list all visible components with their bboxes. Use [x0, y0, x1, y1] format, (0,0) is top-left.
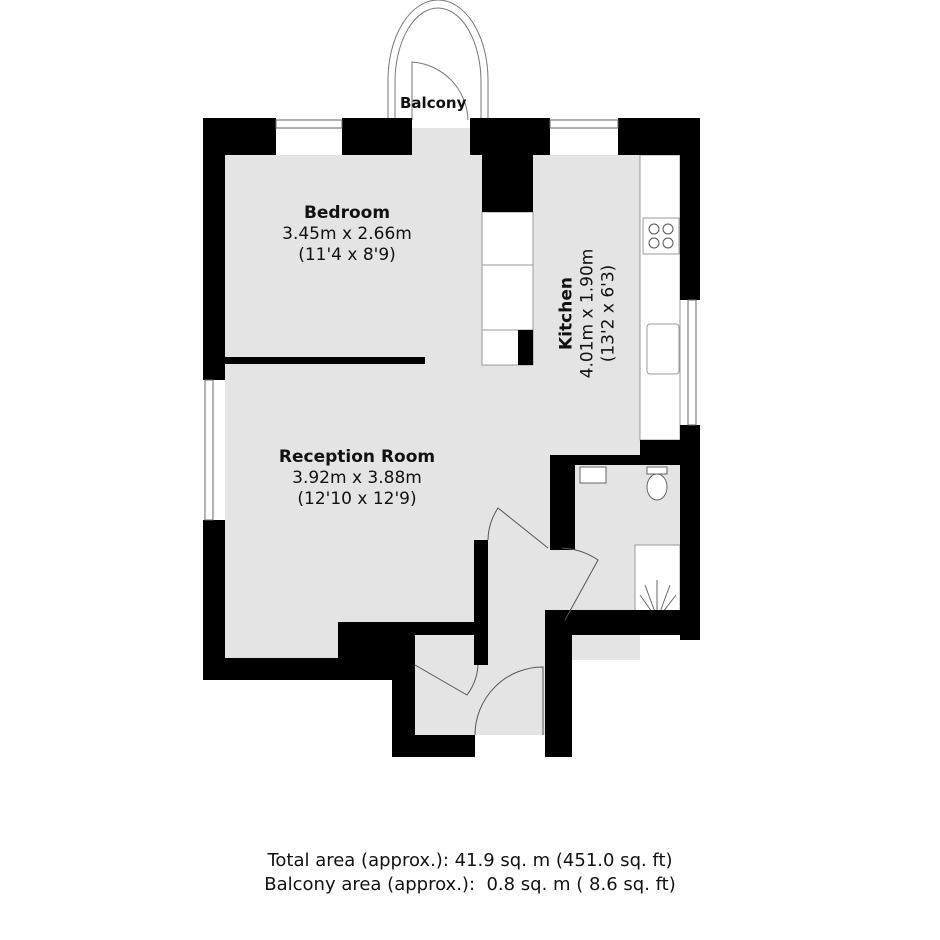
kitchen-label: Kitchen 4.01m x 1.90m (13'2 x 6'3)	[556, 248, 619, 379]
total-area: Total area (approx.): 41.9 sq. m (451.0 …	[267, 850, 673, 871]
walls	[203, 118, 700, 757]
reception-label: Reception Room 3.92m x 3.88m (12'10 x 12…	[278, 447, 436, 509]
windows	[204, 119, 697, 521]
balcony-area: Balcony area (approx.): 0.8 sq. m ( 8.6 …	[264, 874, 676, 895]
doors	[414, 507, 599, 736]
balcony	[387, 0, 489, 121]
balcony-label: Balcony	[400, 94, 467, 112]
bathroom-fixtures	[579, 466, 677, 613]
bedroom-label: Bedroom 3.45m x 2.66m (11'4 x 8'9)	[282, 203, 412, 265]
hob-icon	[648, 223, 674, 249]
